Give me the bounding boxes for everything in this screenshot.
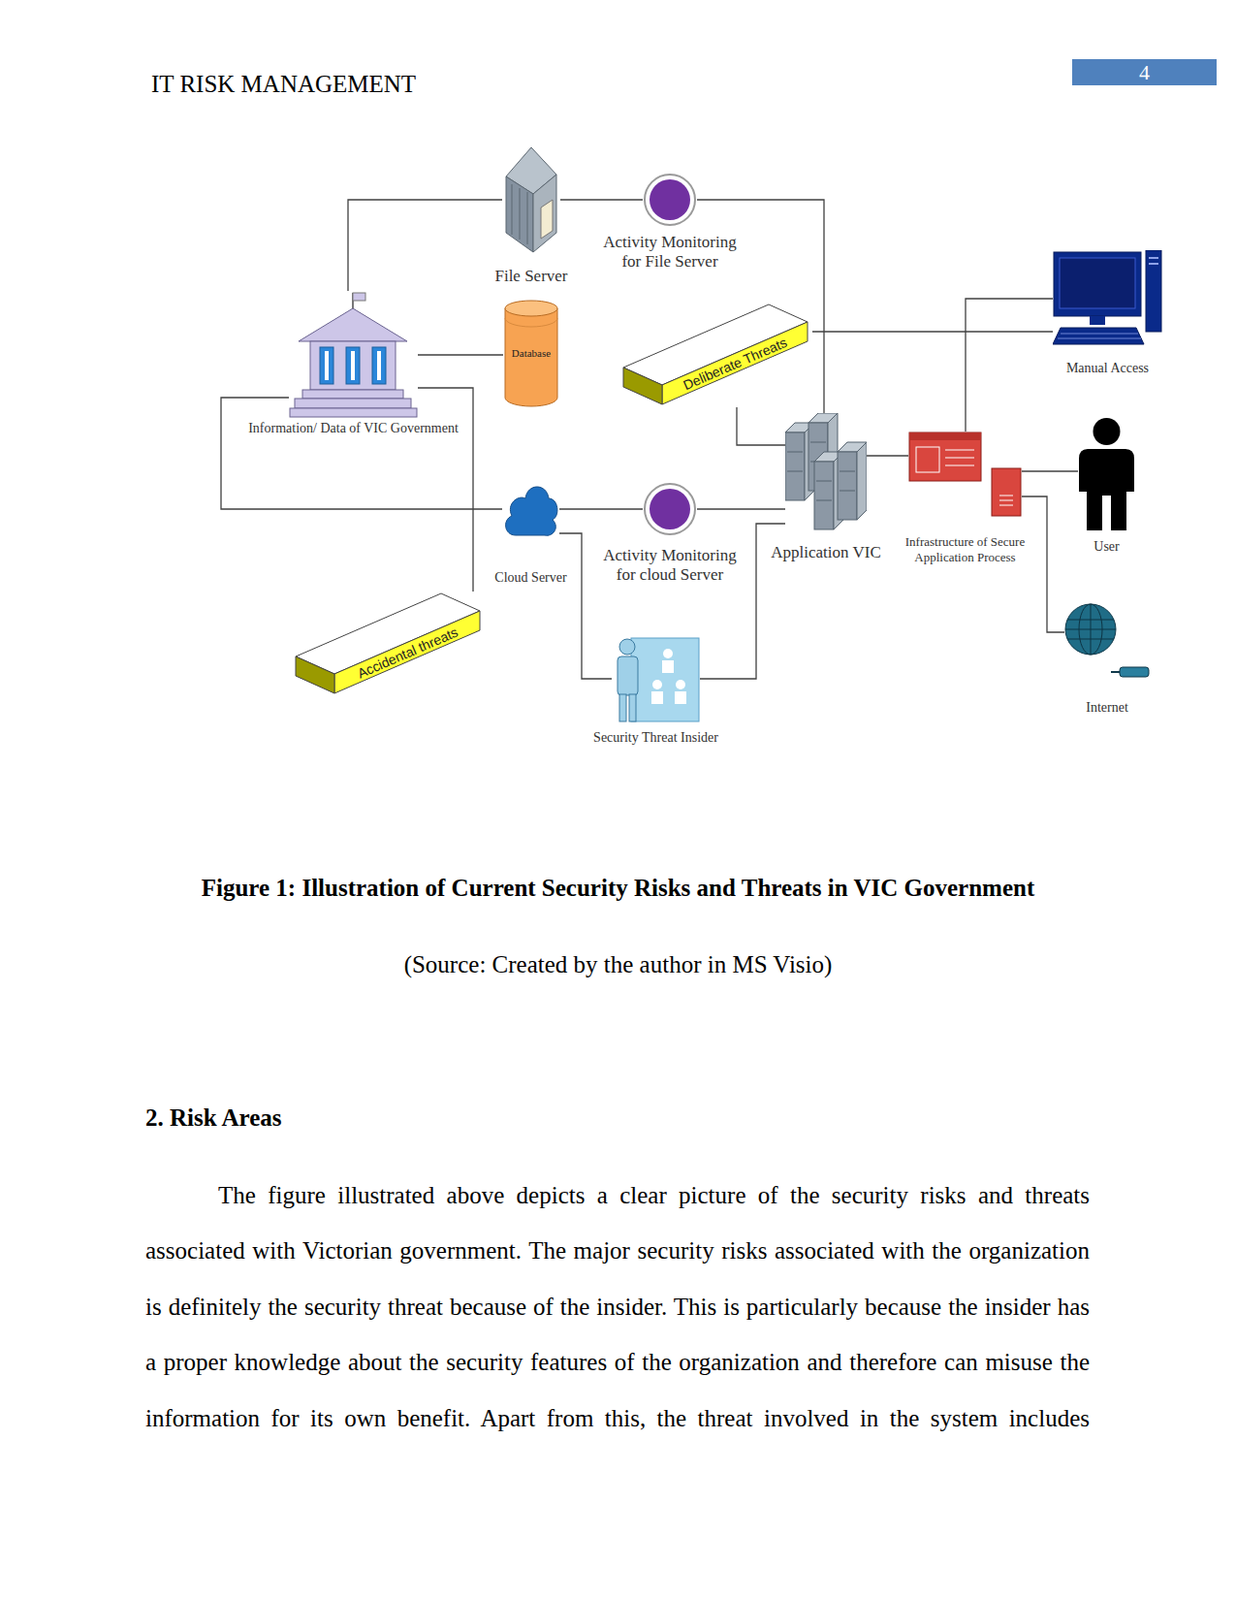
- infrastructure-icon: Infrastructure of Secure Application Pro…: [908, 431, 1022, 517]
- circle-icon: [642, 172, 698, 227]
- figure-caption: Figure 1: Illustration of Current Securi…: [0, 874, 1236, 902]
- insider-icon: [611, 635, 700, 723]
- connector: [560, 199, 643, 201]
- node-label: Information/ Data of VIC Government: [248, 420, 459, 438]
- node-label: Internet: [1085, 699, 1129, 717]
- insider-icon: Security Threat Insider: [611, 635, 700, 723]
- connector: [812, 331, 1053, 333]
- connector: [1021, 471, 1078, 473]
- government-building: Information/ Data of VIC Government: [288, 290, 418, 418]
- connector: [965, 298, 1053, 432]
- connector: [417, 387, 474, 592]
- threat-icon: [618, 302, 813, 408]
- connector: [348, 199, 503, 291]
- running-header: IT RISK MANAGEMENT: [151, 70, 416, 98]
- page-number: 4: [1072, 59, 1217, 86]
- computer-icon: [1052, 250, 1163, 348]
- fileserver-icon: [502, 145, 561, 254]
- file-server: File Server: [502, 145, 561, 254]
- node-label: File Server: [494, 266, 568, 286]
- body-paragraph: The figure illustrated above depicts a c…: [145, 1167, 1090, 1446]
- database-cylinder: Database: [503, 298, 560, 409]
- infra-icon: [908, 431, 1022, 517]
- connector: [697, 508, 786, 510]
- node-label: Activity Monitoring for File Server: [592, 232, 748, 273]
- internet-icon: [1064, 602, 1150, 679]
- threat-icon: [290, 591, 485, 697]
- user-icon: [1077, 417, 1136, 531]
- monitor-circle: Activity Monitoring for cloud Server: [642, 481, 698, 537]
- appservers-icon: [785, 412, 867, 536]
- server-stack: Application VIC: [785, 412, 867, 536]
- monitor-circle: Activity Monitoring for File Server: [642, 172, 698, 227]
- user-figure: User: [1077, 417, 1136, 531]
- node-label: Security Threat Insider: [593, 729, 719, 747]
- circle-icon: [642, 481, 698, 537]
- connector: [221, 397, 503, 509]
- node-label: Infrastructure of Secure Application Pro…: [902, 534, 1029, 565]
- connector: [1021, 496, 1065, 633]
- figure-source: (Source: Created by the author in MS Vis…: [0, 950, 1236, 979]
- threat-box: Accidental threats: [290, 591, 485, 697]
- node-label: Database: [503, 298, 560, 409]
- connector: [736, 407, 786, 445]
- connector: [559, 508, 643, 510]
- cloud-icon: [502, 476, 560, 543]
- node-label: Manual Access: [1066, 360, 1149, 378]
- globe-icon: Internet: [1064, 602, 1150, 679]
- gov-icon: [288, 290, 418, 418]
- node-label: Cloud Server: [494, 570, 567, 587]
- connector: [417, 354, 504, 356]
- connector: [866, 455, 909, 457]
- node-label: Application VIC: [770, 542, 881, 563]
- section-heading: 2. Risk Areas: [145, 1104, 283, 1132]
- node-label: User: [1093, 538, 1119, 556]
- node-label: Activity Monitoring for cloud Server: [592, 545, 748, 586]
- threat-box: Deliberate Threats: [618, 302, 813, 408]
- computer-icon: Manual Access: [1052, 250, 1163, 348]
- cloud-icon: Cloud Server: [502, 476, 560, 543]
